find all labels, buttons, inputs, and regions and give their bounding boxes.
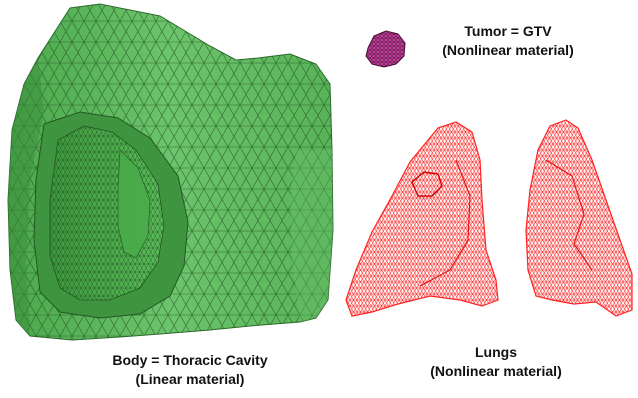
body-label: Body = Thoracic Cavity (Linear material) bbox=[60, 351, 320, 389]
lungs-label-material: (Nonlinear material) bbox=[378, 362, 614, 381]
lungs-mesh-icon bbox=[346, 120, 632, 316]
right-lung-mesh bbox=[526, 120, 632, 316]
body-mesh-icon bbox=[8, 4, 333, 340]
left-lung-mesh bbox=[346, 122, 498, 316]
body-label-title: Body = Thoracic Cavity bbox=[60, 351, 320, 370]
body-label-material: (Linear material) bbox=[60, 370, 320, 389]
lungs-label-title: Lungs bbox=[378, 343, 614, 362]
lungs-label: Lungs (Nonlinear material) bbox=[378, 343, 614, 381]
tumor-label: Tumor = GTV (Nonlinear material) bbox=[398, 22, 618, 60]
tumor-label-material: (Nonlinear material) bbox=[398, 41, 618, 60]
tumor-label-title: Tumor = GTV bbox=[398, 22, 618, 41]
